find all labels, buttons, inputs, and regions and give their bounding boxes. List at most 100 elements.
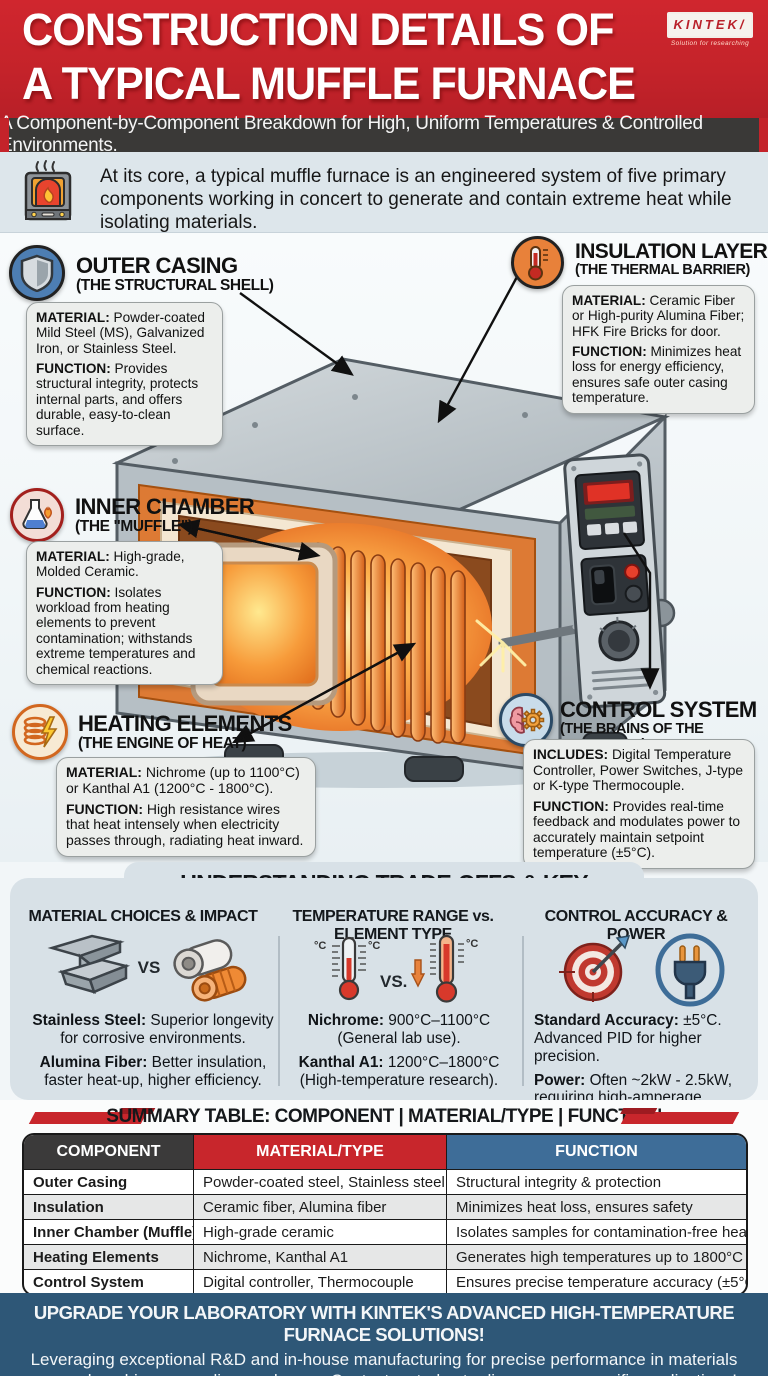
shield-icon (9, 245, 65, 301)
material-label: MATERIAL: (36, 310, 110, 325)
summary-table-title: SUMMARY TABLE: COMPONENT | MATERIAL/TYPE… (106, 1106, 662, 1127)
cell-function: Generates high temperatures up to 1800°C (447, 1244, 746, 1269)
intro-text: At its core, a typical muffle furnace is… (100, 166, 732, 234)
inner-chamber-subtitle: (THE "MUFFLE") (75, 518, 193, 536)
tradeoffs-panel: MATERIAL CHOICES & IMPACT TEMPERATURE RA… (10, 878, 758, 1124)
table-row: Heating Elements Nichrome, Kanthal A1 Ge… (24, 1244, 746, 1269)
inner-chamber-title-block: INNER CHAMBER (THE "MUFFLE") (75, 495, 255, 536)
column-divider (522, 936, 524, 1086)
material-text: Powder-coated Mild Steel (MS), Galvanize… (36, 310, 205, 356)
flask-flame-icon (10, 488, 64, 542)
insulation-title: INSULATION LAYER (575, 240, 768, 263)
kintek-logo-box: KINTEK/ (667, 12, 753, 38)
thermometer-pair-icon: °C °C °C VS. (294, 932, 509, 1008)
material-tradeoff-text: Stainless Steel: Superior longevity for … (32, 1012, 274, 1089)
red-ribbon-right (620, 1112, 740, 1124)
summary-table: COMPONENT MATERIAL/TYPE FUNCTION Outer C… (22, 1133, 748, 1296)
function-label: FUNCTION: (572, 344, 647, 360)
subtitle-red-edge-right (759, 118, 768, 152)
table-row: Insulation Ceramic fiber, Alumina fiber … (24, 1194, 746, 1219)
kintek-logo-tagline: Solution for researching (670, 40, 750, 47)
target-dart-icon (559, 935, 631, 1002)
subtitle-text: A Component-by-Component Breakdown for H… (0, 113, 703, 156)
control-system-title: CONTROL SYSTEM (560, 697, 757, 722)
cell-function: Ensures precise temperature accuracy (±5… (447, 1269, 746, 1294)
table-header-row: COMPONENT MATERIAL/TYPE FUNCTION (24, 1135, 746, 1169)
kintek-logo: KINTEK/ Solution for researching (662, 12, 758, 47)
page-title-line1: CONSTRUCTION DETAILS OF (22, 4, 614, 55)
steel-beam-icon (47, 934, 130, 994)
cell-function: Isolates samples for contamination-free … (447, 1219, 746, 1244)
table-row: Inner Chamber (Muffle) High-grade cerami… (24, 1219, 746, 1244)
material-text: Ceramic Fiber or High-purity Alumina Fib… (572, 293, 745, 339)
cell-function: Minimizes heat loss, ensures safety (447, 1194, 746, 1219)
material-choice-icons: VS (30, 932, 270, 1004)
svg-text:°C: °C (314, 940, 326, 952)
outer-casing-title-block: OUTER CASING (THE STRUCTURAL SHELL) (76, 254, 274, 295)
heating-elements-subtitle: (THE ENGINE OF HEAT) (78, 735, 247, 753)
function-text: High resistance wires that heat intensel… (66, 800, 304, 849)
includes-label: INCLUDES: (533, 747, 609, 762)
cell-component: Outer Casing (24, 1169, 194, 1194)
tradeoff-heading-materials: MATERIAL CHOICES & IMPACT (28, 908, 258, 925)
function-text: Provides structural integrity, protects … (36, 361, 199, 438)
summary-table-section: SUMMARY TABLE: COMPONENT | MATERIAL/TYPE… (0, 1100, 768, 1296)
control-system-box: INCLUDES: Digital Temperature Controller… (523, 739, 755, 870)
material-label: MATERIAL: (66, 764, 142, 780)
kintek-logo-text: KINTEK (673, 17, 740, 32)
header-component: COMPONENT (24, 1135, 194, 1169)
page-title-line2: A TYPICAL MUFFLE FURNACE (22, 58, 636, 109)
subtitle-bar: A Component-by-Component Breakdown for H… (0, 113, 768, 156)
heating-elements-box: MATERIAL: Nichrome (up to 1100°C) or Kan… (56, 757, 316, 858)
kintek-logo-slash: / (739, 17, 747, 32)
insulation-title-block: INSULATION LAYER (THE THERMAL BARRIER) (575, 240, 768, 279)
outer-casing-subtitle: (THE STRUCTURAL SHELL) (76, 277, 274, 295)
coil-bolt-icon (12, 704, 68, 760)
cell-component: Heating Elements (24, 1244, 194, 1269)
insulation-box: MATERIAL: Ceramic Fiber or High-purity A… (562, 285, 755, 414)
heating-elements-title-block: HEATING ELEMENTS (THE ENGINE OF HEAT) (78, 711, 292, 753)
cell-material: Nichrome, Kanthal A1 (194, 1244, 447, 1269)
tradeoff-heading-temperature: TEMPERATURE RANGE vs. ELEMENT TYPE (292, 908, 494, 943)
cell-component: Insulation (24, 1194, 194, 1219)
inner-chamber-box: MATERIAL: High-grade, Molded Ceramic. FU… (26, 541, 223, 685)
vs-label: VS. (380, 972, 408, 991)
function-label: FUNCTION: (36, 361, 111, 377)
insulation-subtitle: (THE THERMAL BARRIER) (575, 262, 750, 279)
heating-elements-title: HEATING ELEMENTS (78, 711, 292, 736)
material-label: MATERIAL: (572, 293, 646, 308)
function-text: Minimizes heat loss for energy efficienc… (572, 344, 742, 406)
temperature-tradeoff-text: Nichrome: 900°C–1100°C (General lab use)… (298, 1012, 500, 1089)
function-text: Provides real-time feedback and modulate… (533, 798, 741, 861)
power-plug-icon (655, 933, 725, 1007)
cell-component: Control System (24, 1269, 194, 1294)
thermometer-icon (511, 236, 564, 289)
header-material: MATERIAL/TYPE (194, 1135, 447, 1169)
footer-body-text: Leveraging exceptional R&D and in-house … (30, 1350, 738, 1376)
furnace-icon (14, 158, 90, 233)
column-divider (278, 936, 280, 1086)
function-label: FUNCTION: (36, 584, 111, 600)
function-label: FUNCTION: (66, 800, 143, 817)
cell-material: High-grade ceramic (194, 1219, 447, 1244)
cell-material: Ceramic fiber, Alumina fiber (194, 1194, 447, 1219)
table-row: Outer Casing Powder-coated steel, Stainl… (24, 1169, 746, 1194)
function-text: Isolates workload from heating elements … (36, 584, 196, 677)
header-function: FUNCTION (447, 1135, 746, 1169)
cell-component: Inner Chamber (Muffle) (24, 1219, 194, 1244)
header-banner: CONSTRUCTION DETAILS OF A TYPICAL MUFFLE… (0, 0, 768, 118)
brain-gear-icon (499, 693, 553, 747)
material-label: MATERIAL: (36, 549, 110, 564)
footer-headline: UPGRADE YOUR LABORATORY WITH KINTEK'S AD… (33, 1302, 735, 1345)
svg-text:°C: °C (368, 940, 380, 952)
function-label: FUNCTION: (533, 798, 609, 814)
vs-label: VS (137, 958, 161, 977)
material-text: Nichrome (up to 1100°C) or Kanthal A1 (1… (66, 764, 300, 796)
footer-body: Leveraging exceptional R&D and in-house … (18, 1349, 750, 1376)
outer-casing-box: MATERIAL: Powder-coated Mild Steel (MS),… (26, 302, 223, 446)
material-text: High-grade, Molded Ceramic. (36, 549, 185, 580)
footer-cta: UPGRADE YOUR LABORATORY WITH KINTEK'S AD… (0, 1293, 768, 1376)
control-accuracy-icons (532, 932, 752, 1008)
cell-material: Digital controller, Thermocouple (194, 1269, 447, 1294)
